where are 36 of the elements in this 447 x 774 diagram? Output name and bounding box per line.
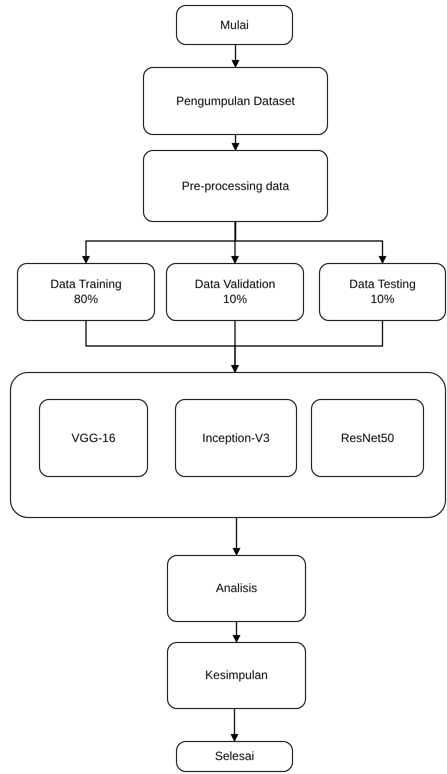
- process-box: [166, 263, 304, 321]
- process-box: [167, 642, 306, 709]
- box-label: Pre-processing data: [182, 178, 290, 194]
- process-box: [143, 150, 328, 222]
- box-label: ResNet50: [340, 430, 394, 446]
- process-box: [17, 263, 155, 321]
- box-label: Data Testing: [349, 277, 416, 292]
- box-label: Kesimpulan: [205, 668, 268, 683]
- box-label: Selesai: [214, 749, 254, 764]
- box-label: 10%: [222, 292, 248, 307]
- container-box: [10, 372, 446, 518]
- process-box: [39, 399, 148, 477]
- process-box: [319, 263, 446, 321]
- arrow: [234, 222, 386, 264]
- process-box: [176, 741, 293, 772]
- box-label: Data Validation: [194, 277, 276, 292]
- process-box: [167, 555, 306, 622]
- process-box: [176, 5, 293, 45]
- box-label: VGG-16: [71, 430, 116, 446]
- arrow: [231, 222, 239, 264]
- process-box: [143, 67, 328, 135]
- arrow: [232, 135, 240, 151]
- process-box: [175, 399, 297, 477]
- box-label: 10%: [370, 292, 395, 307]
- arrow: [232, 622, 240, 643]
- arrow: [231, 321, 384, 373]
- arrow: [232, 45, 240, 68]
- box-label: Analisis: [216, 581, 258, 596]
- arrow: [232, 518, 240, 556]
- box-label: 80%: [74, 292, 98, 307]
- arrow: [230, 709, 238, 742]
- box-label: Mulai: [220, 18, 249, 32]
- process-box: [311, 399, 424, 477]
- box-label: Data Training: [50, 277, 122, 292]
- box-label: Pengumpulan Dataset: [176, 94, 295, 108]
- box-label: Inception-V3: [202, 430, 270, 446]
